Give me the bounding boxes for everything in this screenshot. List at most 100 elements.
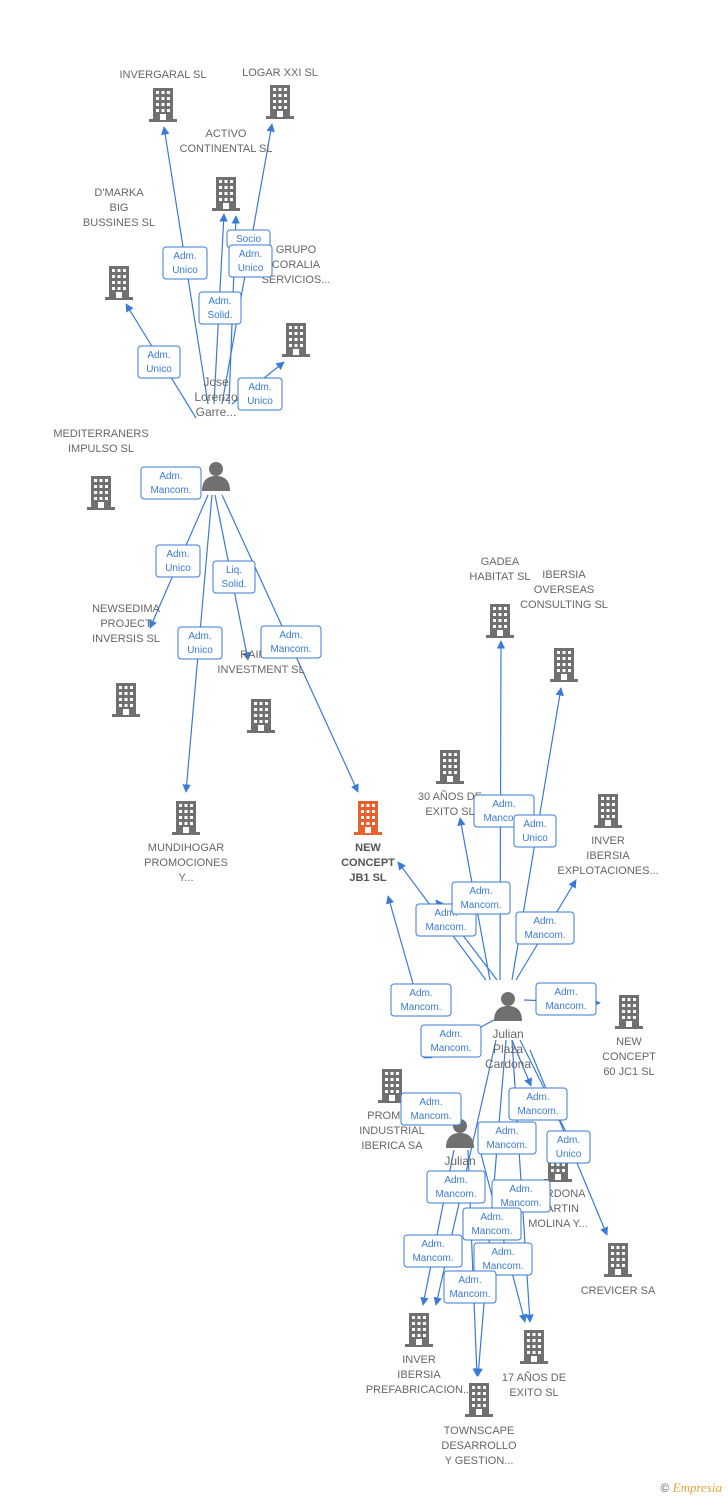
relation-badge-box[interactable] (260, 625, 322, 659)
building-icon[interactable] (112, 683, 140, 717)
building-icon[interactable] (247, 699, 275, 733)
building-icon[interactable] (282, 323, 310, 357)
company-node-crevicer[interactable]: CREVICER SA (581, 1243, 656, 1297)
company-label-line: GRUPO (276, 244, 317, 256)
relation-badge[interactable]: Adm.Unico (546, 1130, 591, 1164)
company-node-mundihogar[interactable]: MUNDIHOGARPROMOCIONESY... (144, 801, 228, 884)
relation-badge-box[interactable] (546, 1130, 591, 1164)
building-icon[interactable] (465, 1383, 493, 1417)
building-icon[interactable] (615, 995, 643, 1029)
relation-badge[interactable]: Adm.Mancom. (451, 881, 511, 915)
building-icon[interactable] (212, 177, 240, 211)
relation-badge-box[interactable] (513, 814, 557, 848)
relation-badge[interactable]: Adm.Unico (137, 345, 181, 379)
relation-badge[interactable]: Adm.Mancom. (535, 982, 597, 1016)
relation-badge-box[interactable] (400, 1092, 462, 1126)
building-icon[interactable] (105, 266, 133, 300)
relation-badge-box[interactable] (462, 1207, 522, 1241)
building-icon[interactable] (87, 476, 115, 510)
relation-badge[interactable]: Adm.Mancom. (390, 983, 452, 1017)
relation-badge-box[interactable] (162, 246, 208, 280)
relation-badge[interactable]: Adm.Mancom. (400, 1092, 462, 1126)
relation-badge[interactable]: Adm.Unico (177, 626, 223, 660)
relation-badge[interactable]: Adm.Mancom. (260, 625, 322, 659)
relation-badge-box[interactable] (403, 1234, 463, 1268)
relation-badge[interactable]: Adm.Mancom. (508, 1087, 568, 1121)
relation-badge[interactable]: Adm.Mancom. (462, 1207, 522, 1241)
relation-badge[interactable]: Adm.Mancom. (443, 1270, 497, 1304)
relation-badge[interactable]: Adm.Mancom. (473, 1242, 533, 1276)
company-node-coralia[interactable]: GRUPOCORALIASERVICIOS... (262, 244, 331, 357)
relation-badge[interactable]: Adm.Mancom. (426, 1170, 486, 1204)
relation-badge-box[interactable] (228, 244, 273, 278)
person-icon[interactable] (494, 992, 522, 1021)
relation-badge-box[interactable] (451, 881, 511, 915)
relation-badge-text: Socio (236, 234, 261, 245)
relation-badge-box[interactable] (443, 1270, 497, 1304)
building-icon[interactable] (594, 794, 622, 828)
building-icon[interactable] (550, 648, 578, 682)
relation-badge[interactable]: Liq.Solid. (212, 560, 256, 594)
relation-badge[interactable]: Adm.Mancom. (420, 1024, 482, 1058)
relation-badge-box[interactable] (426, 1170, 486, 1204)
relation-badge-box[interactable] (155, 544, 201, 578)
relation-badge-box[interactable] (508, 1087, 568, 1121)
company-node-invergaral[interactable]: INVERGARAL SL (119, 69, 207, 122)
person-node-julian2[interactable]: Julian (444, 1119, 476, 1168)
person-icon[interactable] (202, 462, 230, 491)
company-node-inver_explot[interactable]: INVERIBERSIAEXPLOTACIONES... (557, 794, 659, 877)
relation-badge-text: Adm. (239, 249, 262, 260)
building-icon[interactable] (486, 604, 514, 638)
relation-badge[interactable]: Adm.Mancom. (515, 911, 575, 945)
company-label-line: INVERGARAL SL (119, 69, 206, 81)
company-label-line: CORALIA (272, 259, 321, 271)
relation-badge[interactable]: Adm.Mancom. (403, 1234, 463, 1268)
building-icon[interactable] (520, 1330, 548, 1364)
relation-badge[interactable]: Adm.Mancom. (140, 466, 202, 500)
building-icon[interactable] (149, 88, 177, 122)
relation-badge[interactable]: Adm.Mancom. (491, 1179, 551, 1213)
company-node-inver_prefab[interactable]: INVERIBERSIAPREFABRICACION... (366, 1313, 472, 1396)
relation-badge[interactable]: Adm.Solid. (198, 291, 242, 325)
relation-badge[interactable]: Adm.Unico (228, 244, 273, 278)
relation-badge-box[interactable] (477, 1121, 537, 1155)
relation-badge[interactable]: Adm.Unico (162, 246, 208, 280)
relation-badge-box[interactable] (137, 345, 181, 379)
relation-badge-box[interactable] (198, 291, 242, 325)
relation-badge-box[interactable] (535, 982, 597, 1016)
relation-badge[interactable]: Adm.Unico (237, 377, 283, 411)
relation-badge[interactable]: Adm.Unico (155, 544, 201, 578)
building-icon[interactable] (405, 1313, 433, 1347)
relation-badge-box[interactable] (140, 466, 202, 500)
relation-badge[interactable]: Adm.Mancom. (477, 1121, 537, 1155)
building-icon[interactable] (436, 750, 464, 784)
building-icon[interactable] (354, 801, 382, 835)
building-icon[interactable] (266, 85, 294, 119)
company-node-rainde[interactable]: RAINDEINVESTMENT SL (217, 649, 305, 733)
relation-badge-box[interactable] (420, 1024, 482, 1058)
relation-badge[interactable]: Adm.Unico (513, 814, 557, 848)
relation-badge-box[interactable] (212, 560, 256, 594)
company-node-logar[interactable]: LOGAR XXI SL (242, 67, 318, 119)
building-icon[interactable] (604, 1243, 632, 1277)
relation-badge-box[interactable] (473, 1242, 533, 1276)
person-node-jose[interactable]: JoseLorenzoGarre... (194, 375, 238, 491)
relation-badge-box[interactable] (390, 983, 452, 1017)
relation-badge-box[interactable] (237, 377, 283, 411)
building-icon[interactable] (172, 801, 200, 835)
relation-badge-box[interactable] (177, 626, 223, 660)
relation-badge-box[interactable] (515, 911, 575, 945)
empresia-logo[interactable]: Empresia (672, 1480, 722, 1495)
